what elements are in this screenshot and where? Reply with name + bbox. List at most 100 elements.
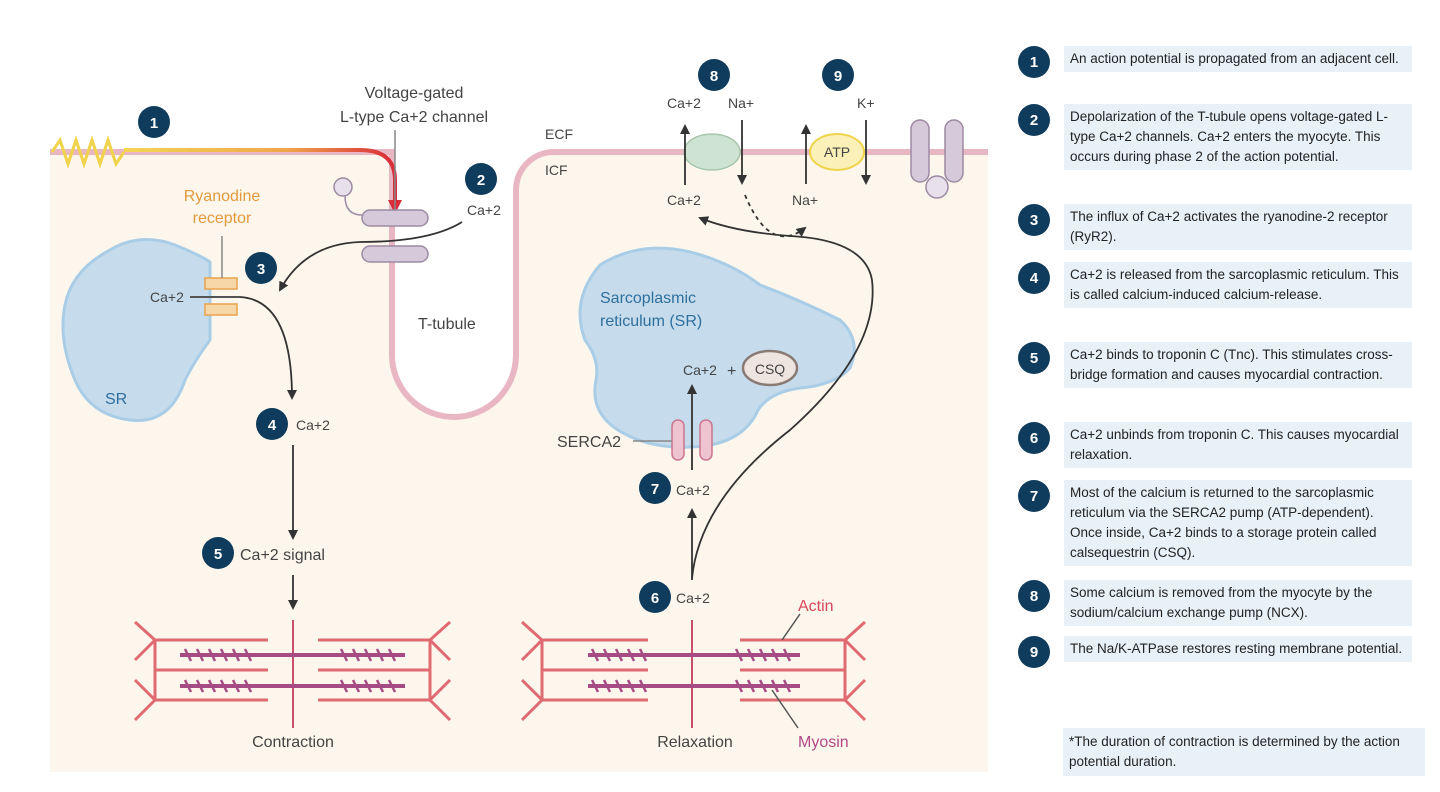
action-potential-zigzag (50, 135, 126, 169)
svg-text:4: 4 (268, 417, 277, 434)
badge-4: 4 (256, 408, 288, 440)
ca-release-arrow (239, 296, 297, 400)
legend-text-4: Ca+2 is released from the sarcoplasmic r… (1064, 262, 1412, 308)
ca-sr-label: Ca+2 (150, 289, 184, 305)
sr-left-label: SR (105, 391, 127, 408)
actin-label: Actin (798, 598, 834, 615)
legend-text-1: An action potential is propagated from a… (1064, 46, 1412, 72)
legend-badge-3: 3 (1018, 204, 1050, 236)
legend-text-3: The influx of Ca+2 activates the ryanodi… (1064, 204, 1412, 250)
legend-item-6: 6 Ca+2 unbinds from troponin C. This cau… (1015, 422, 1425, 468)
legend-text-8: Some calcium is removed from the myocyte… (1064, 580, 1412, 626)
legend-text-6: Ca+2 unbinds from troponin C. This cause… (1064, 422, 1412, 468)
legend-badge-6: 6 (1018, 422, 1050, 454)
ca-step7-label: Ca+2 (676, 482, 710, 498)
ca-sr-right-label: Ca+2 (683, 362, 717, 378)
ryanodine-label-2: receptor (193, 210, 252, 227)
csq-protein (741, 349, 799, 387)
legend-text-5: Ca+2 binds to troponin C (Tnc). This sti… (1064, 342, 1412, 388)
ecf-label: ECF (545, 126, 573, 142)
voltage-gated-label-2: L-type Ca+2 channel (340, 109, 488, 126)
svg-text:9: 9 (834, 68, 842, 85)
svg-text:6: 6 (651, 590, 659, 607)
channel-gate (344, 195, 363, 216)
legend-text-7: Most of the calcium is returned to the s… (1064, 480, 1412, 566)
ca-entry-arrow (279, 221, 463, 292)
badge-8: 8 (698, 59, 730, 91)
legend-badge-7: 7 (1018, 480, 1050, 512)
l-type-channel-top (361, 209, 429, 227)
l-type-channel-bottom (361, 245, 429, 263)
badge-2: 2 (465, 163, 497, 195)
ncx-ca-bottom-label: Ca+2 (667, 192, 701, 208)
na-k-atpase (809, 133, 865, 171)
svg-text:7: 7 (651, 481, 659, 498)
cell-membrane (50, 149, 988, 420)
ncx-ca-top-label: Ca+2 (667, 95, 701, 111)
myosin-label: Myosin (798, 734, 849, 751)
ryanodine-receptor-bottom (204, 303, 238, 316)
receptor-left (910, 119, 930, 183)
ryanodine-receptor-top (204, 277, 238, 290)
legend-item-9: 9 The Na/K-ATPase restores resting membr… (1015, 636, 1425, 668)
channel-gate-ball (333, 177, 353, 197)
ncx-na-top-label: Na+ (728, 95, 754, 111)
serca2-right (699, 419, 713, 461)
sarcomere-contraction (133, 620, 452, 728)
badge-1: 1 (138, 106, 170, 138)
badge-9: 9 (822, 59, 854, 91)
csq-label: CSQ (755, 361, 785, 377)
ca-step6-label: Ca+2 (676, 590, 710, 606)
footnote: *The duration of contraction is determin… (1063, 728, 1425, 776)
serca2-left (671, 419, 685, 461)
badge-7: 7 (639, 472, 671, 504)
k-label: K+ (857, 95, 875, 111)
receptor-ligand (925, 175, 949, 199)
ca-signal-label: Ca+2 signal (240, 547, 325, 564)
svg-text:1: 1 (150, 115, 158, 132)
legend-badge-4: 4 (1018, 262, 1050, 294)
na-recycle-dashed-arrow (744, 194, 807, 238)
legend-text-2: Depolarization of the T-tubule opens vol… (1064, 104, 1412, 170)
sarcomere-relaxation (520, 620, 867, 728)
icf-label: ICF (545, 162, 568, 178)
svg-text:3: 3 (257, 261, 265, 278)
legend-item-5: 5 Ca+2 binds to troponin C (Tnc). This s… (1015, 342, 1425, 388)
legend-badge-1: 1 (1018, 46, 1050, 78)
na-bottom-label: Na+ (792, 192, 818, 208)
relaxation-label: Relaxation (657, 734, 733, 751)
sr-right (578, 246, 856, 449)
legend-item-7: 7 Most of the calcium is returned to the… (1015, 480, 1425, 566)
badge-3: 3 (245, 252, 277, 284)
legend-item-3: 3 The influx of Ca+2 activates the ryano… (1015, 204, 1425, 250)
legend-badge-2: 2 (1018, 104, 1050, 136)
ca-entry-label: Ca+2 (467, 202, 501, 218)
legend-badge-5: 5 (1018, 342, 1050, 374)
serca2-label: SERCA2 (557, 434, 621, 451)
t-tubule-label: T-tubule (418, 316, 476, 333)
legend-item-1: 1 An action potential is propagated from… (1015, 46, 1425, 78)
sr-left (61, 238, 212, 422)
badge-6: 6 (639, 581, 671, 613)
contraction-label: Contraction (252, 734, 334, 751)
legend-badge-9: 9 (1018, 636, 1050, 668)
legend-item-8: 8 Some calcium is removed from the myocy… (1015, 580, 1425, 626)
receptor-right (944, 119, 964, 183)
sarcoplasmic-label-1: Sarcoplasmic (600, 290, 696, 307)
plus-sign: + (727, 363, 736, 380)
badge-5: 5 (202, 537, 234, 569)
svg-text:2: 2 (477, 172, 485, 189)
legend-item-4: 4 Ca+2 is released from the sarcoplasmic… (1015, 262, 1425, 308)
legend-item-2: 2 Depolarization of the T-tubule opens v… (1015, 104, 1425, 170)
ryanodine-label-1: Ryanodine (184, 188, 261, 205)
svg-text:5: 5 (214, 546, 222, 563)
legend-badge-8: 8 (1018, 580, 1050, 612)
ncx-exchanger (683, 133, 741, 171)
excitation-contraction-diagram: Voltage-gated L-type Ca+2 channel Ca+2 S… (50, 59, 988, 772)
myosin-pointer (771, 689, 799, 729)
legend-text-9: The Na/K-ATPase restores resting membran… (1064, 636, 1412, 662)
actin-pointer (781, 613, 801, 641)
ca-step4-label: Ca+2 (296, 417, 330, 433)
voltage-gated-label-1: Voltage-gated (365, 85, 464, 102)
atp-label: ATP (824, 144, 850, 160)
